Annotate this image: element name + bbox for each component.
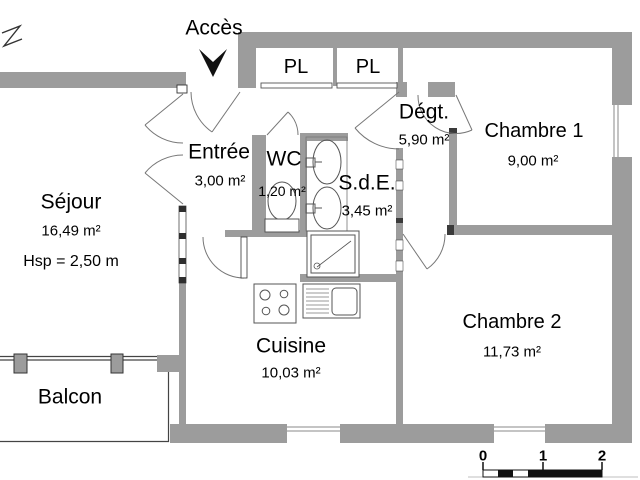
room-area-sejour: 16,49 m²: [41, 222, 101, 240]
room-area-cuisine: 10,03 m²: [261, 364, 321, 382]
room-area-chambre2: 11,73 m²: [482, 343, 542, 361]
shower-fixture: [306, 230, 360, 278]
closet-label-1: PL: [283, 56, 309, 78]
room-area-degt: 5,90 m²: [398, 131, 450, 149]
closet-doors: [260, 82, 398, 89]
room-label-sejour: Séjour: [40, 190, 102, 214]
room-label-chambre2: Chambre 2: [462, 311, 562, 333]
wall-break-icon: [1, 24, 23, 48]
access-arrow-icon: [199, 49, 227, 77]
partition-dashes: [178, 159, 404, 284]
ceiling-height-note: Hsp = 2,50 m: [23, 253, 119, 270]
room-area-wc: 1,20 m²: [258, 183, 306, 199]
stove-fixture: [253, 283, 297, 324]
closet-label-2: PL: [355, 56, 381, 78]
room-label-chambre1: Chambre 1: [484, 120, 584, 142]
door-swings: [144, 91, 473, 279]
room-area-chambre1: 9,00 m²: [507, 152, 559, 170]
room-area-entree: 3,00 m²: [194, 172, 246, 190]
room-label-entree: Entrée: [188, 140, 250, 164]
kitchen-sink-fixture: [302, 283, 361, 319]
room-label-degt: Dégt.: [398, 100, 450, 124]
scale-tick-0: 0: [478, 447, 488, 465]
windows: [287, 105, 632, 443]
toilet-fixture: [264, 181, 300, 233]
room-label-sde: S.d.E.: [338, 171, 396, 195]
access-label: Accès: [185, 16, 243, 40]
balcony-posts: [13, 353, 124, 374]
scale-tick-2: 2: [597, 447, 607, 465]
room-label-wc: WC: [266, 147, 302, 171]
room-label-cuisine: Cuisine: [255, 334, 327, 358]
scale-tick-1: 1: [538, 447, 548, 465]
walls: [0, 32, 632, 443]
scale-bar: [468, 462, 638, 478]
room-label-balcon: Balcon: [37, 385, 103, 409]
room-area-sde: 3,45 m²: [341, 202, 393, 220]
